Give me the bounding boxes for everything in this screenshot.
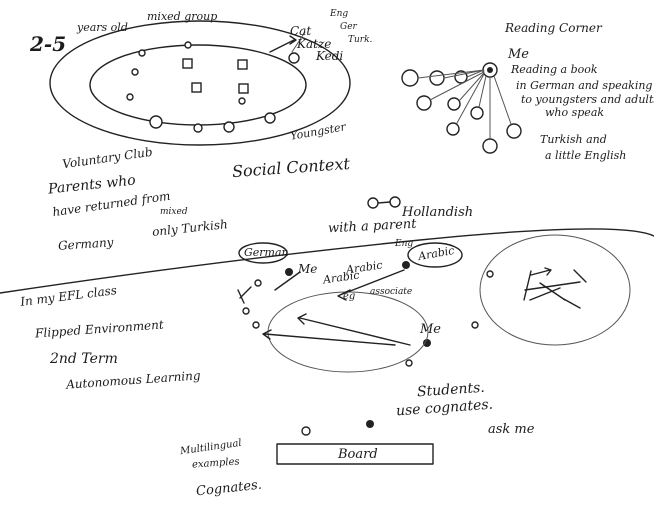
cat-word-en: Cat xyxy=(290,24,312,38)
cat-word-de: Katze xyxy=(297,37,332,51)
age-range-label: 2-5 xyxy=(30,32,67,56)
me-left-label: Me xyxy=(298,262,318,276)
speaker-marker xyxy=(288,52,300,64)
word-line xyxy=(291,31,306,53)
ask-me-label: ask me xyxy=(488,422,535,437)
parents-line-3: Germany xyxy=(57,235,114,253)
reading-note-2: in German and speaking xyxy=(516,79,653,92)
child-marker xyxy=(138,49,146,57)
small-marker xyxy=(471,321,479,329)
listener xyxy=(446,122,460,136)
hollandish-parent xyxy=(389,196,401,208)
german-bubble-label: German xyxy=(244,246,289,259)
adult-marker xyxy=(191,82,202,93)
listener xyxy=(429,70,445,86)
board-label: Board xyxy=(338,447,378,462)
reading-note-1: Reading a book xyxy=(511,63,598,76)
child-marker xyxy=(238,97,246,105)
small-marker xyxy=(405,359,413,367)
associate-label: associate xyxy=(370,287,413,297)
small-marker xyxy=(252,321,260,329)
me-bottom-marker xyxy=(423,339,431,347)
me-left-marker xyxy=(285,268,293,276)
reading-me-label: Me xyxy=(508,47,530,62)
listener xyxy=(401,69,419,87)
me-center-marker xyxy=(402,261,410,269)
years-old-label: years old xyxy=(77,21,128,34)
child-marker xyxy=(184,41,192,49)
listener xyxy=(506,123,522,139)
cluster-arrows xyxy=(523,267,587,309)
listener xyxy=(416,95,432,111)
board-rect xyxy=(276,443,434,465)
child-marker xyxy=(126,93,134,101)
eng-label: Eng xyxy=(395,239,414,249)
mixed-label: mixed xyxy=(160,207,188,217)
reading-corner-title: Reading Corner xyxy=(505,21,602,35)
outer-oval-club xyxy=(49,20,351,146)
adult-marker xyxy=(237,59,248,70)
arabic-bubble xyxy=(407,242,463,268)
pair-link xyxy=(377,201,391,204)
hollandish-label: Hollandish xyxy=(402,205,474,220)
small-marker xyxy=(254,279,262,287)
small-marker xyxy=(486,270,494,278)
me-reader-core xyxy=(487,67,493,73)
mixed-group-label: mixed group xyxy=(147,10,218,23)
cat-lang-tr: Turk. xyxy=(348,35,373,45)
cat-lang-de: Ger xyxy=(340,22,357,32)
student-dot-right xyxy=(366,420,374,428)
second-term-label: 2nd Term xyxy=(50,351,118,367)
listener xyxy=(447,97,461,111)
divider-line xyxy=(0,228,654,294)
reading-note-6: a little English xyxy=(545,149,627,162)
reading-note-3: to youngsters and adults xyxy=(521,93,654,106)
right-cluster-oval xyxy=(479,234,631,346)
listener xyxy=(482,138,498,154)
youngster-marker xyxy=(264,112,276,124)
cat-lang-en: Eng xyxy=(330,9,349,19)
student-dot-left xyxy=(301,426,311,436)
reading-note-4: who speak xyxy=(545,106,605,119)
child-marker xyxy=(131,68,139,76)
reading-note-5: Turkish and xyxy=(540,133,607,146)
listener xyxy=(470,106,484,120)
german-bubble xyxy=(238,242,288,264)
small-marker xyxy=(242,307,250,315)
youngster-marker xyxy=(149,115,163,129)
cat-word-tr: Kedi xyxy=(316,49,344,63)
adult-marker xyxy=(238,83,249,94)
arrow-to-words xyxy=(269,35,297,53)
hollandish-child xyxy=(367,197,379,209)
student-arrows xyxy=(237,269,411,346)
youngster-marker xyxy=(223,121,235,133)
adult-marker xyxy=(182,58,193,69)
reading-arrows xyxy=(417,69,512,139)
eg-label: eg xyxy=(343,291,356,302)
me-center-label: Me xyxy=(420,322,442,337)
class-oval xyxy=(267,291,429,373)
youngster-marker xyxy=(193,123,203,133)
